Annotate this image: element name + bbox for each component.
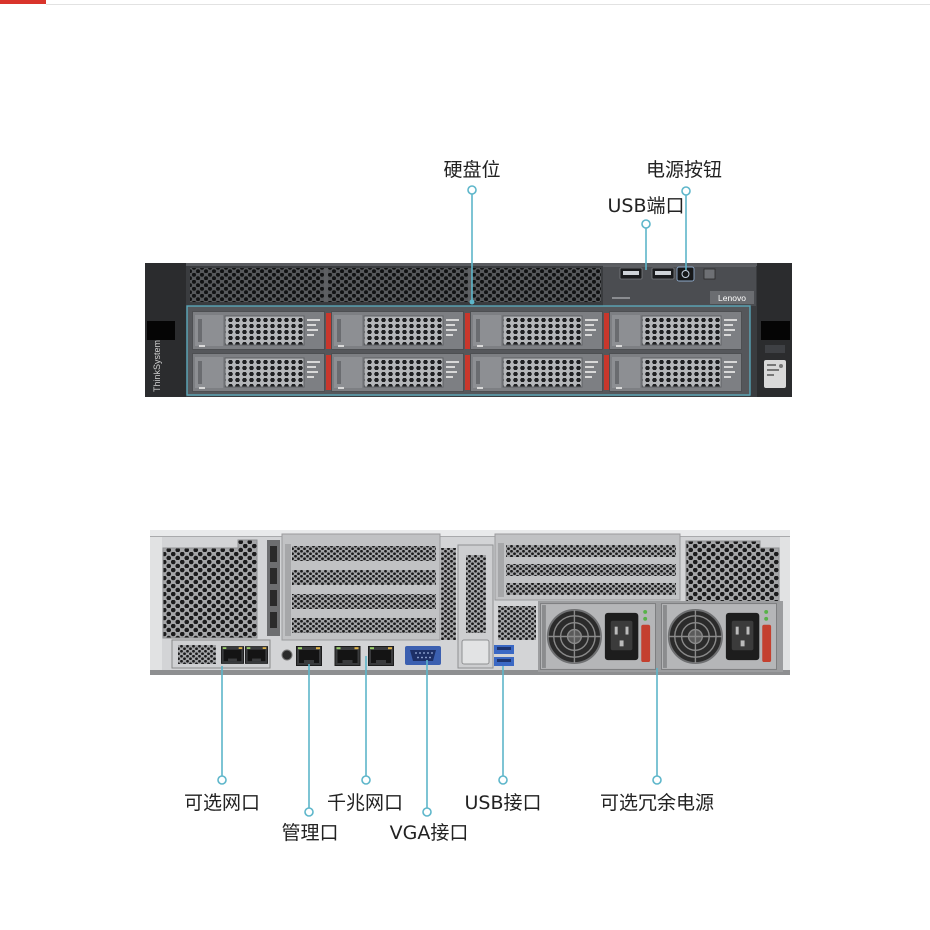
pcie-slot-cover [506, 564, 676, 576]
pcie-slot-cover [506, 545, 676, 557]
label-rear-usb: USB接口 [464, 792, 542, 814]
drive-bay [609, 311, 742, 350]
pcie-slot-cover [506, 583, 676, 595]
front-usb-port [619, 267, 643, 280]
label-vga-port: VGA接口 [389, 822, 469, 844]
top-divider [46, 4, 930, 5]
callout-drive-bays [467, 185, 477, 305]
drive-release-latches [326, 313, 609, 390]
label-redundant-psu: 可选冗余电源 [599, 792, 715, 814]
brand-logo: Lenovo [710, 291, 754, 304]
optional-nic-port [221, 646, 244, 664]
drive-bay [470, 311, 603, 350]
drive-bay [470, 353, 603, 392]
drive-bay [192, 311, 325, 350]
drive-bay [609, 353, 742, 392]
callout-optional-nic [217, 666, 227, 785]
label-front-usb: USB端口 [607, 195, 685, 217]
pcie-riser-left [281, 533, 441, 641]
label-power-button: 电源按钮 [645, 159, 723, 181]
front-top-edge [145, 263, 792, 266]
rear-right-vent [685, 540, 780, 603]
callout-rear-usb [498, 666, 508, 785]
rear-center-vent [441, 548, 456, 640]
optional-nic-card [171, 639, 271, 669]
left-rack-ear: ThinkSystem [145, 263, 186, 397]
right-ear-latch [761, 321, 790, 340]
ear-brand-label: ThinkSystem [152, 340, 162, 392]
callout-redundant-psu [652, 668, 662, 785]
pcie-slot-cover [292, 618, 436, 633]
callout-management-port [304, 664, 314, 817]
drive-bay-highlight [186, 305, 751, 396]
label-drive-bays: 硬盘位 [443, 159, 501, 181]
rear-left-vent [162, 539, 258, 639]
front-control-panel: Lenovo [603, 265, 756, 306]
power-button [676, 266, 695, 282]
top-accent-bar [0, 0, 46, 4]
callout-gigabit-ports [361, 656, 371, 785]
drive-bay [331, 353, 464, 392]
gigabit-port [334, 646, 361, 666]
drive-bay-cage [186, 305, 751, 396]
label-optional-nic: 可选网口 [183, 792, 261, 814]
brand-logo-text: Lenovo [718, 293, 746, 303]
right-rack-ear [757, 263, 792, 397]
server-rear-view [150, 530, 790, 675]
label-management-port: 管理口 [281, 822, 339, 844]
callout-front-usb [641, 219, 651, 270]
rear-rail [267, 540, 280, 636]
pcie-slot-cover [292, 570, 436, 585]
vga-port [405, 646, 441, 665]
management-port [296, 646, 322, 666]
optional-nic-port [245, 646, 268, 664]
rear-usb-ports [494, 645, 514, 666]
rear-center-bracket [457, 544, 494, 669]
psu-bay [538, 601, 783, 672]
serial-port [281, 649, 293, 661]
drive-bay [331, 311, 464, 350]
front-usb-port [651, 267, 675, 280]
callout-power-button [681, 186, 691, 270]
label-gigabit-ports: 千兆网口 [326, 792, 404, 814]
rear-small-vent [498, 606, 536, 640]
power-supply-unit [540, 603, 656, 670]
front-top-vent [190, 268, 601, 302]
server-front-view: ThinkSystem [145, 263, 792, 397]
left-ear-latch [147, 321, 175, 340]
callout-vga-port [422, 660, 432, 817]
power-icon [681, 270, 690, 278]
pcie-slot-cover [292, 546, 436, 561]
power-supply-unit [661, 603, 777, 670]
gigabit-port [367, 646, 395, 666]
pcie-riser-right [494, 533, 681, 601]
pcie-slot-cover [292, 594, 436, 609]
drive-bay [192, 353, 325, 392]
id-button [703, 268, 716, 280]
